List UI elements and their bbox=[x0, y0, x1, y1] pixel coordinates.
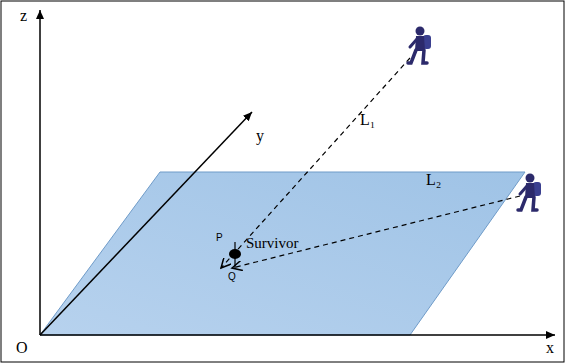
y-axis bbox=[40, 112, 252, 335]
diver-2 bbox=[518, 174, 541, 211]
line-l1 bbox=[221, 58, 410, 268]
axis-label: z bbox=[20, 8, 27, 24]
origin-label: O bbox=[16, 340, 28, 356]
survivor-label: Survivor bbox=[246, 236, 299, 251]
axis-label: y bbox=[256, 128, 264, 144]
line-l2 bbox=[232, 196, 520, 268]
point-label: Q bbox=[228, 272, 236, 282]
axis-label: x bbox=[546, 340, 554, 356]
line-label: L₂ bbox=[426, 172, 441, 188]
survivor-dot bbox=[229, 249, 241, 259]
diver-1 bbox=[408, 27, 431, 64]
line-label: L₁ bbox=[360, 112, 375, 128]
point-label: P bbox=[216, 233, 223, 243]
z-axis bbox=[39, 10, 41, 335]
x-axis bbox=[40, 334, 555, 336]
sea-plane bbox=[40, 172, 525, 335]
